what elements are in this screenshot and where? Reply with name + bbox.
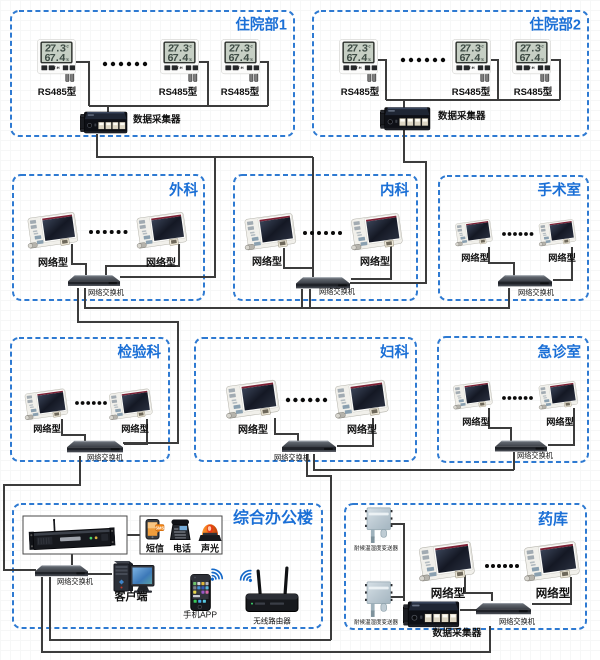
svg-text:网络型: 网络型: [536, 586, 571, 600]
svg-text:网络型: 网络型: [146, 256, 176, 269]
svg-text:网络交换机: 网络交换机: [274, 453, 311, 462]
svg-text:妇科: 妇科: [379, 343, 409, 361]
svg-text:网络型: 网络型: [360, 255, 390, 268]
svg-text:电话: 电话: [173, 543, 191, 554]
svg-text:外科: 外科: [169, 181, 198, 199]
svg-text:网络交换机: 网络交换机: [518, 288, 555, 297]
svg-text:RS485型: RS485型: [514, 86, 553, 98]
svg-text:RS485型: RS485型: [159, 86, 198, 98]
svg-text:网络型: 网络型: [238, 423, 268, 436]
svg-text:网络型: 网络型: [38, 256, 68, 269]
svg-text:网络型: 网络型: [462, 416, 490, 427]
svg-text:数据采集器: 数据采集器: [132, 114, 181, 126]
svg-text:RS485型: RS485型: [221, 86, 260, 98]
svg-text:SMS: SMS: [155, 525, 164, 530]
svg-text:RS485型: RS485型: [452, 86, 491, 98]
svg-text:客户端: 客户端: [114, 589, 148, 603]
svg-text:综合办公楼: 综合办公楼: [233, 508, 313, 527]
svg-text:住院部1: 住院部1: [235, 16, 287, 34]
svg-text:网络型: 网络型: [431, 586, 466, 600]
svg-text:网络型: 网络型: [347, 423, 377, 436]
svg-text:数据采集器: 数据采集器: [433, 626, 482, 639]
svg-text:手机APP: 手机APP: [183, 610, 217, 620]
svg-text:短信: 短信: [146, 543, 164, 554]
svg-text:数据采集器: 数据采集器: [437, 110, 486, 122]
svg-text:内科: 内科: [380, 181, 409, 199]
svg-text:网络型: 网络型: [121, 423, 149, 434]
svg-text:网络交换机: 网络交换机: [499, 617, 536, 626]
svg-text:药库: 药库: [538, 510, 568, 528]
svg-text:耐候温湿度变送器: 耐候温湿度变送器: [354, 618, 399, 626]
svg-text:网络型: 网络型: [33, 423, 61, 434]
svg-text:网络交换机: 网络交换机: [517, 451, 554, 460]
svg-text:网络型: 网络型: [548, 252, 576, 263]
svg-text:住院部2: 住院部2: [529, 16, 581, 34]
svg-text:手术室: 手术室: [538, 181, 582, 199]
svg-text:RS485型: RS485型: [341, 86, 380, 98]
svg-text:网络交换机: 网络交换机: [57, 577, 94, 586]
svg-text:声光: 声光: [200, 543, 219, 554]
svg-text:网络交换机: 网络交换机: [87, 453, 124, 462]
svg-text:网络交换机: 网络交换机: [319, 287, 356, 296]
svg-text:网络型: 网络型: [546, 416, 574, 427]
svg-text:耐候温湿度变送器: 耐候温湿度变送器: [354, 544, 399, 552]
svg-text:RS485型: RS485型: [38, 86, 77, 98]
svg-text:检验科: 检验科: [118, 343, 162, 361]
svg-text:网络型: 网络型: [461, 252, 489, 263]
svg-text:网络型: 网络型: [252, 255, 282, 268]
svg-text:网络交换机: 网络交换机: [88, 288, 125, 297]
svg-text:无线路由器: 无线路由器: [253, 616, 291, 626]
svg-text:急诊室: 急诊室: [538, 343, 582, 361]
